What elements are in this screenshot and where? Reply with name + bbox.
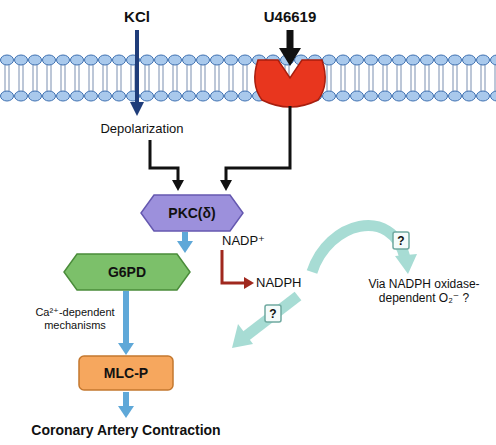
ligand-arrowhead xyxy=(279,48,301,66)
node-text: ? xyxy=(269,307,276,321)
elbow-arrow xyxy=(150,140,178,182)
question-box: ? xyxy=(264,304,282,323)
hypothesis-arrowhead xyxy=(232,324,253,348)
product-box: MLC-P xyxy=(78,355,174,391)
agonist-label: U46619 xyxy=(264,8,317,25)
receptor xyxy=(255,60,325,107)
hypothesis-label: Via NADPH oxidase-dependent O₂⁻ ? xyxy=(358,277,490,306)
outcome-label: Coronary Artery Contraction xyxy=(31,422,220,438)
ligand-arrow xyxy=(287,30,294,50)
outcome-arrow xyxy=(123,392,129,408)
pathway-arrow xyxy=(177,232,193,253)
elbow-arrowhead xyxy=(172,180,184,191)
stimulus-label: KCl xyxy=(124,8,150,25)
substrate-label: NADP⁺ xyxy=(222,233,265,248)
mechanism-label: Ca²⁺-dependent mechanisms xyxy=(30,306,120,332)
node-text: PKC(δ) xyxy=(168,205,215,221)
product-label: NADPH xyxy=(256,275,302,290)
reaction-arrow xyxy=(222,250,246,283)
hypothesis-arrowhead xyxy=(395,254,417,274)
cell-membrane xyxy=(0,52,496,104)
elbow-arrowhead xyxy=(220,180,232,191)
node-text: MLC-P xyxy=(104,365,148,381)
kinase-hexagon: PKC(δ) xyxy=(140,194,244,232)
elbow-arrow xyxy=(226,106,290,182)
pathway-arrow xyxy=(118,291,134,355)
question-box: ? xyxy=(392,231,410,250)
node-text: G6PD xyxy=(108,264,146,280)
kcl-arrowhead xyxy=(130,102,144,116)
hypothesis-arrow xyxy=(246,296,298,336)
node-text: ? xyxy=(397,234,404,248)
reaction-arrowhead xyxy=(244,277,254,289)
process-label: Depolarization xyxy=(100,121,183,136)
outcome-arrowhead xyxy=(118,406,134,418)
hypothesis-arrow xyxy=(312,226,405,272)
enzyme-hexagon: G6PD xyxy=(63,253,191,291)
kcl-arrow xyxy=(135,30,139,104)
